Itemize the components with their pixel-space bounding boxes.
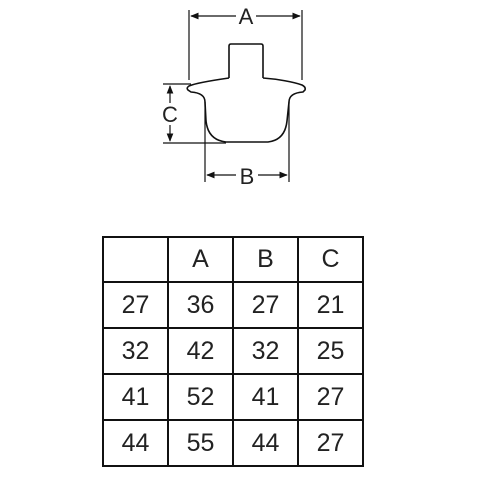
table-row: 44 55 44 27 — [102, 419, 364, 467]
table-row: 27 36 27 21 — [102, 281, 364, 329]
table-cell: 27 — [102, 281, 169, 329]
dimension-b: B — [204, 102, 290, 189]
table-cell: 44 — [232, 419, 299, 467]
part-dimension-drawing: A B C — [162, 4, 306, 189]
table-cell: 41 — [102, 373, 169, 421]
table-cell: 32 — [232, 327, 299, 375]
table-cell: 27 — [297, 373, 364, 421]
table-cell: 27 — [297, 419, 364, 467]
part-stem — [228, 43, 264, 78]
table-cell: 44 — [102, 419, 169, 467]
dimension-a: A — [188, 4, 303, 80]
table-header-cell — [102, 236, 169, 283]
table-cell: 32 — [102, 327, 169, 375]
table-row: 32 42 32 25 — [102, 327, 364, 375]
dimension-c: C — [162, 83, 226, 144]
table-cell: 36 — [167, 281, 234, 329]
table-cell: 25 — [297, 327, 364, 375]
table-row: 41 52 41 27 — [102, 373, 364, 421]
dimension-b-label: B — [240, 164, 255, 189]
table-cell: 41 — [232, 373, 299, 421]
dimension-a-label: A — [239, 4, 254, 29]
table-cell: 42 — [167, 327, 234, 375]
table-cell: 52 — [167, 373, 234, 421]
dimension-c-label: C — [162, 102, 178, 127]
table-cell: 55 — [167, 419, 234, 467]
table-header-cell: B — [232, 236, 299, 283]
part-body — [186, 77, 306, 143]
table-cell: 27 — [232, 281, 299, 329]
table-cell: 21 — [297, 281, 364, 329]
table-header-row: A B C — [102, 236, 364, 283]
part-outline — [186, 43, 306, 143]
dimension-table: A B C 27 36 27 21 32 42 32 25 41 52 41 2… — [102, 236, 364, 467]
table-header-cell: C — [297, 236, 364, 283]
table-header-cell: A — [167, 236, 234, 283]
